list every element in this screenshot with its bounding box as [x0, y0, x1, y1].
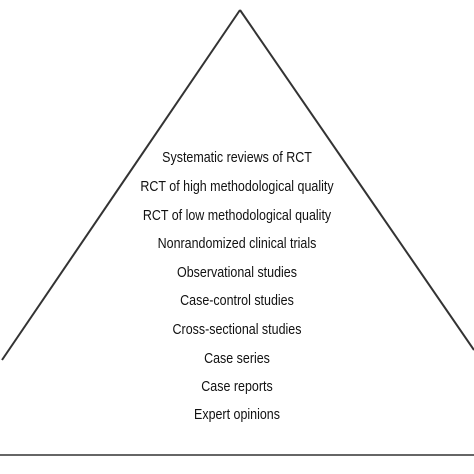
pyramid-left-edge	[1, 9, 241, 361]
level-1-label: Systematic reviews of RCT	[162, 150, 312, 166]
level-4-label: Nonrandomized clinical trials	[157, 236, 317, 252]
level-8-label: Case series	[204, 351, 270, 367]
level-10-label: Expert opinions	[194, 407, 280, 423]
pyramid-right-edge	[239, 9, 474, 351]
level-9-label: Case reports	[201, 379, 273, 395]
level-3-label: RCT of low methodological quality	[142, 208, 332, 224]
level-7-label: Cross-sectional studies	[172, 322, 302, 338]
level-2-label: RCT of high methodological quality	[140, 179, 334, 195]
level-6-label: Case-control studies	[180, 293, 294, 309]
level-5-label: Observational studies	[177, 265, 297, 281]
